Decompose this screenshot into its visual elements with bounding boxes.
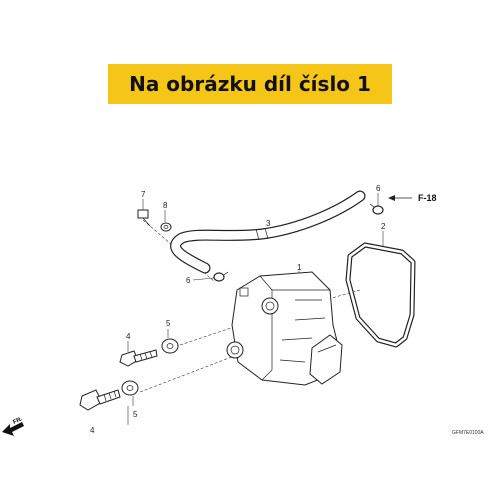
grommet-5-lower — [121, 380, 139, 396]
hose-clip-lower — [213, 271, 229, 282]
bolt-4-lower — [79, 389, 121, 411]
grommet-5-upper — [161, 338, 179, 354]
bolt-4-upper — [119, 349, 158, 367]
breather-hose — [170, 190, 366, 274]
banner-text: Na obrázku díl číslo 1 — [129, 72, 371, 96]
callout-7: 7 — [141, 190, 146, 199]
part-number-banner: Na obrázku díl číslo 1 — [108, 64, 392, 104]
diagram-code: GFM7E0100A — [452, 430, 484, 436]
callout-1: 1 — [297, 263, 302, 272]
callout-4-upper: 4 — [126, 332, 131, 341]
head-cover-gasket — [345, 242, 416, 348]
front-direction-arrow: FR. — [2, 416, 24, 436]
callout-5-upper: 5 — [166, 319, 171, 328]
callout-6-upper: 6 — [376, 184, 381, 193]
front-label: FR. — [12, 416, 24, 426]
callout-4-lower: 4 — [90, 426, 95, 435]
callout-2: 2 — [381, 222, 386, 231]
callout-3: 3 — [266, 219, 271, 228]
page-reference: F-18 — [388, 193, 437, 203]
callout-6-lower: 6 — [186, 276, 191, 285]
callout-numbers: 1 2 3 4 4 5 5 6 6 7 8 — [90, 184, 386, 435]
callout-5-lower: 5 — [133, 410, 138, 419]
reference-label: F-18 — [418, 193, 437, 203]
cylinder-head-cover — [226, 271, 343, 386]
hose-clip-upper — [369, 203, 384, 215]
washer-8 — [160, 222, 172, 232]
callout-8: 8 — [163, 201, 168, 210]
bolt-7 — [137, 209, 151, 227]
